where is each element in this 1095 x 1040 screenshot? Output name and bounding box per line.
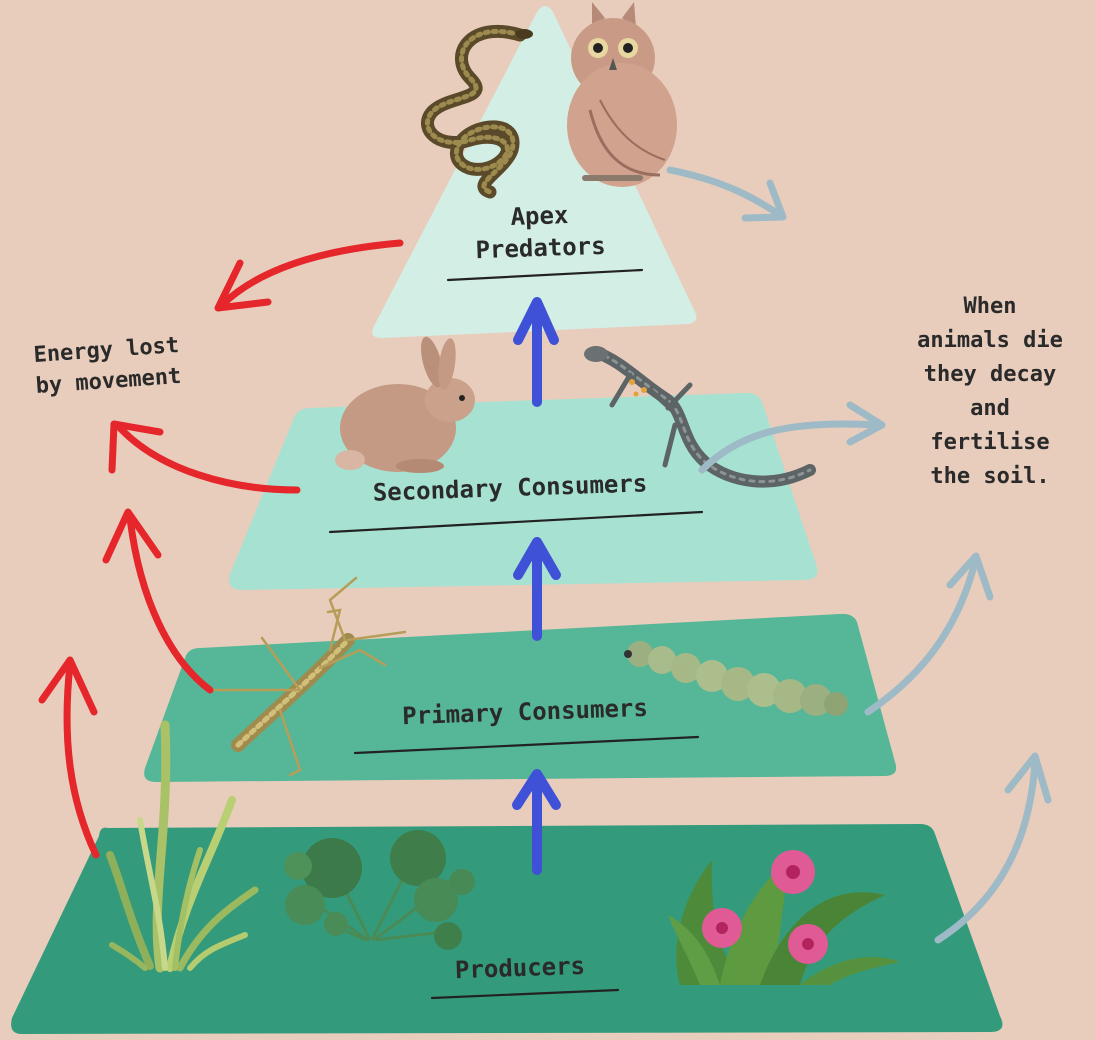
decay-arrow-apex <box>670 170 783 218</box>
decay-arrow-primary <box>868 556 990 712</box>
pink-flower <box>771 850 815 894</box>
energy-lost-arrow-producers <box>42 660 96 855</box>
energy-up-arrow-primary-to-secondary <box>518 542 556 636</box>
owl-illustration <box>567 2 677 187</box>
pink-flower <box>788 924 828 964</box>
apex-predators-label: Apex Predators <box>444 197 636 268</box>
pink-flower <box>702 908 742 948</box>
energy-lost-arrow-apex <box>218 243 400 308</box>
decay-note: When animals die they decay and fertilis… <box>885 290 1095 495</box>
